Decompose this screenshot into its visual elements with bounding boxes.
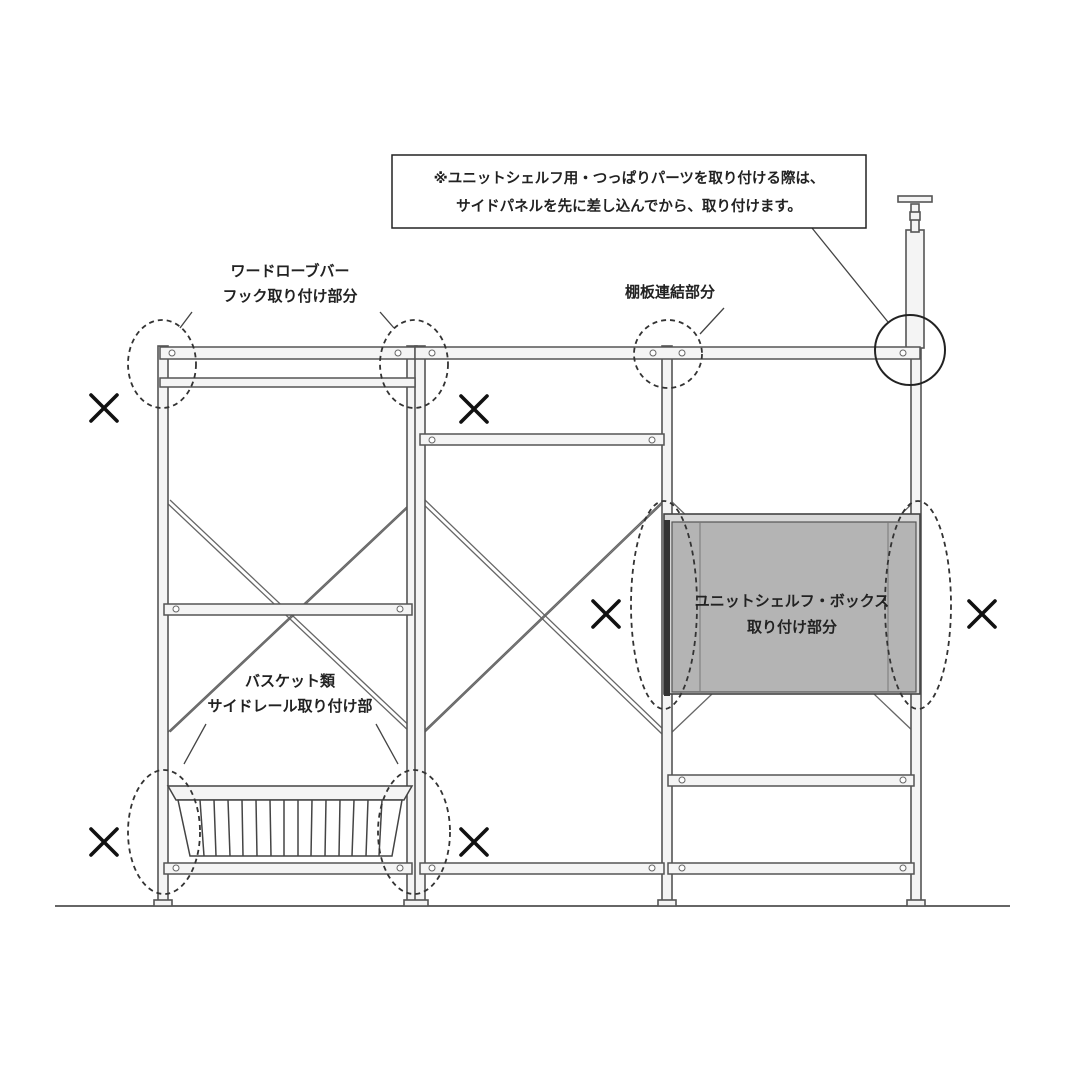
highlight-basket-right: [377, 769, 451, 895]
label-wardrobe-line1: ワードローブバー: [230, 262, 349, 280]
x-mark-5: [89, 827, 119, 857]
top-bar-left: [159, 346, 416, 360]
highlight-ellipses: [127, 314, 952, 895]
highlight-tension-part: [874, 314, 946, 386]
cross-braces: [165, 499, 667, 735]
label-wardrobe-line2: フック取り付け部分: [222, 287, 357, 305]
highlight-hook-right: [379, 319, 449, 409]
tension-pole-part: [897, 195, 933, 349]
unit-shelf-box-panel: [663, 513, 921, 696]
x-mark-1: [89, 393, 119, 423]
label-box-line2: 取り付け部分: [747, 618, 837, 636]
x-mark-6: [459, 827, 489, 857]
post-3: [414, 345, 426, 903]
shelf-bars: [159, 346, 921, 875]
label-basket-line1: バスケット類: [245, 672, 336, 690]
x-marks: [89, 393, 997, 857]
pointer-lines: [179, 227, 889, 765]
x-mark-3: [591, 599, 621, 629]
x-mark-2: [459, 394, 489, 424]
bolts: [168, 349, 907, 872]
highlight-box-right: [884, 500, 952, 710]
post-1: [157, 345, 169, 903]
note-line-1: ※ユニットシェルフ用・つっぱりパーツを取り付ける際は、: [434, 169, 825, 187]
highlight-hook-left: [127, 319, 197, 409]
label-basket-line2: サイドレール取り付け部: [207, 697, 372, 715]
highlight-basket-left: [127, 769, 201, 895]
highlight-box-left: [630, 500, 698, 710]
basket: [166, 785, 414, 857]
x-mark-4: [967, 599, 997, 629]
top-bar-right: [414, 346, 921, 360]
highlight-shelf-joint: [633, 319, 703, 389]
label-shelf-joint: 棚板連結部分: [625, 283, 715, 301]
note-line-2: サイドパネルを先に差し込んでから、取り付けます。: [456, 197, 802, 215]
note-box: ※ユニットシェルフ用・つっぱりパーツを取り付ける際は、 サイドパネルを先に差し込…: [391, 154, 867, 229]
label-box-line1: ユニットシェルフ・ボックス: [695, 592, 890, 610]
panel-face: [671, 521, 917, 693]
